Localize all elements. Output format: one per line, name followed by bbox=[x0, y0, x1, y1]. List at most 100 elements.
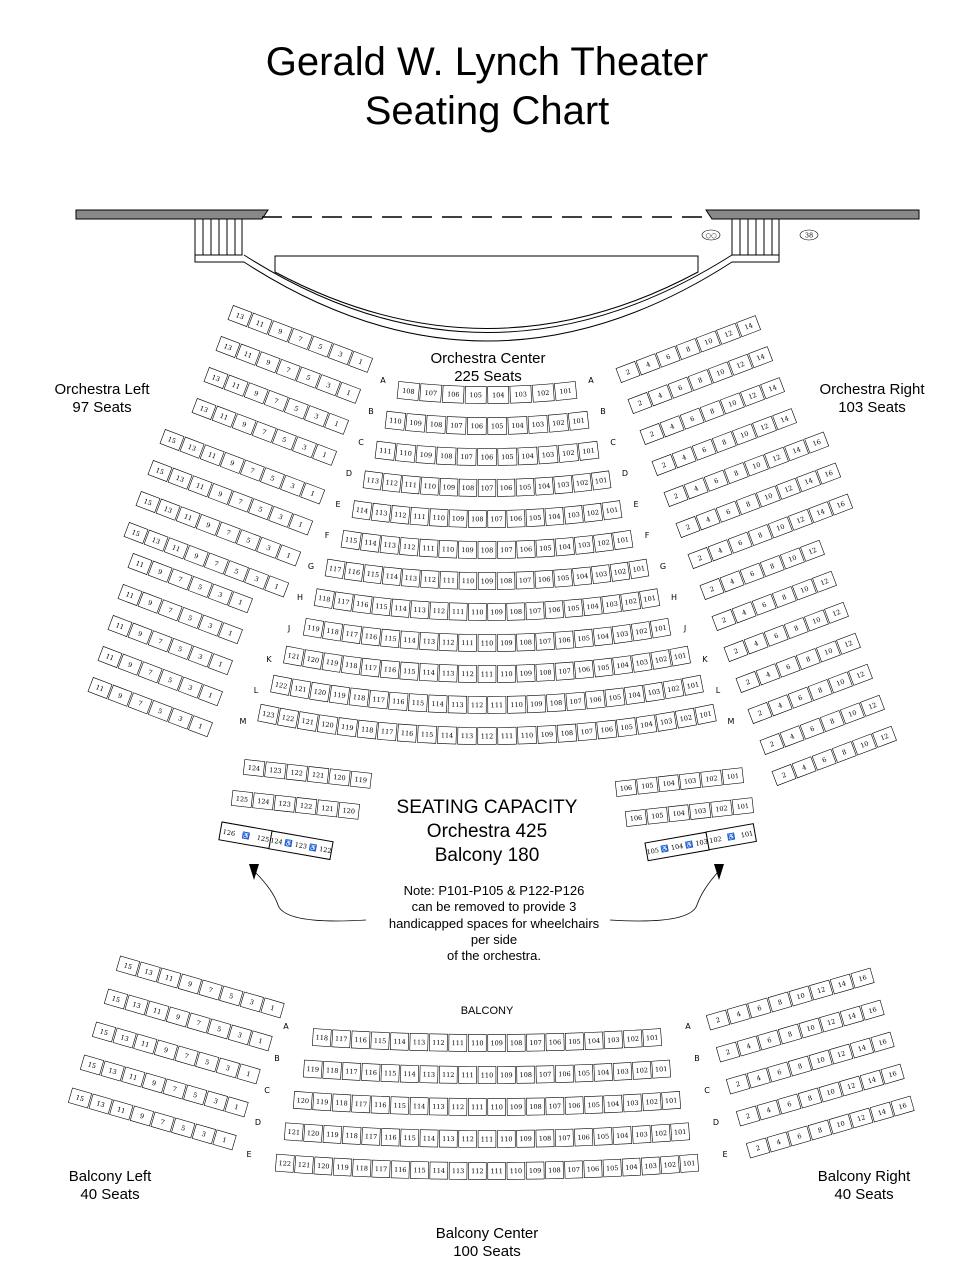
orch-right-row-C-seat-10[interactable]: 10 bbox=[719, 392, 745, 415]
orch-left-row-H-seat-5[interactable]: 5 bbox=[224, 560, 249, 583]
orch-center-row-B-seat-109[interactable]: 109 bbox=[405, 413, 427, 433]
orch-center-row-A-seat-105[interactable]: 105 bbox=[464, 385, 487, 404]
balc-right-row-E-seat-2[interactable]: 2 bbox=[745, 1137, 771, 1159]
orch-center-row-H-seat-108[interactable]: 108 bbox=[506, 602, 526, 621]
balc-center-row-A-seat-103[interactable]: 103 bbox=[603, 1030, 624, 1050]
orch-center-row-C-seat-111[interactable]: 111 bbox=[374, 440, 397, 461]
orch-center-row-J-seat-102[interactable]: 102 bbox=[630, 621, 652, 642]
balc-right-row-A-seat-14[interactable]: 14 bbox=[829, 973, 854, 995]
balc-center-row-B-seat-114[interactable]: 114 bbox=[400, 1064, 420, 1083]
orch-right-row-J-seat-8[interactable]: 8 bbox=[771, 586, 797, 609]
balc-center-row-A-seat-104[interactable]: 104 bbox=[584, 1031, 604, 1050]
orch-right-row-K-seat-8[interactable]: 8 bbox=[783, 617, 809, 640]
balc-center-row-A-seat-101[interactable]: 101 bbox=[642, 1028, 662, 1048]
orch-center-row-A-seat-108[interactable]: 108 bbox=[396, 381, 421, 401]
balc-center-row-B-seat-116[interactable]: 116 bbox=[361, 1063, 381, 1082]
orch-center-row-G-seat-105[interactable]: 105 bbox=[553, 568, 573, 588]
orch-center-row-J-seat-108[interactable]: 108 bbox=[516, 633, 536, 652]
orch-center-row-M-seat-113[interactable]: 113 bbox=[457, 726, 477, 745]
orch-center-row-L-seat-121[interactable]: 121 bbox=[289, 678, 312, 700]
orch-center-row-M-seat-118[interactable]: 118 bbox=[356, 719, 378, 740]
orch-right-row-E-seat-4[interactable]: 4 bbox=[683, 477, 709, 500]
orch-center-row-H-seat-111[interactable]: 111 bbox=[448, 602, 468, 621]
orch-left-row-A-seat-5[interactable]: 5 bbox=[307, 335, 333, 358]
orch-lc-row-O-seat-123[interactable]: 123 bbox=[273, 794, 296, 813]
orch-rc-row-N-seat-106[interactable]: 106 bbox=[614, 779, 638, 797]
orch-right-row-D-seat-4[interactable]: 4 bbox=[671, 446, 697, 469]
balc-right-row-C-seat-2[interactable]: 2 bbox=[725, 1073, 751, 1095]
orch-right-row-M-seat-8[interactable]: 8 bbox=[807, 679, 833, 702]
orch-center-row-M-seat-104[interactable]: 104 bbox=[635, 714, 658, 735]
orch-right-row-B-seat-8[interactable]: 8 bbox=[687, 369, 713, 392]
orch-right-row-H-seat-2[interactable]: 2 bbox=[699, 578, 725, 600]
orch-center-row-E-seat-114[interactable]: 114 bbox=[351, 500, 373, 521]
orch-left-row-M-seat-3[interactable]: 3 bbox=[177, 676, 203, 699]
balc-left-row-B-seat-15[interactable]: 15 bbox=[103, 988, 129, 1010]
balc-center-row-D-seat-102[interactable]: 102 bbox=[651, 1123, 671, 1143]
balc-center-row-E-seat-116[interactable]: 116 bbox=[390, 1160, 410, 1179]
orch-center-row-D-seat-107[interactable]: 107 bbox=[477, 479, 497, 497]
balc-right-row-E-seat-16[interactable]: 16 bbox=[890, 1095, 915, 1117]
orch-right-row-K-seat-4[interactable]: 4 bbox=[743, 632, 769, 655]
orch-lc-row-O-seat-122[interactable]: 122 bbox=[295, 797, 318, 815]
orch-left-row-C-seat-9[interactable]: 9 bbox=[243, 382, 269, 405]
orch-left-row-F-seat-1[interactable]: 1 bbox=[288, 513, 314, 536]
orch-right-row-D-seat-8[interactable]: 8 bbox=[711, 431, 737, 454]
balc-right-row-D-seat-12[interactable]: 12 bbox=[839, 1075, 864, 1097]
orch-right-row-N-seat-12[interactable]: 12 bbox=[860, 694, 885, 717]
balc-left-row-E-seat-1[interactable]: 1 bbox=[212, 1129, 237, 1151]
orch-center-row-F-seat-101[interactable]: 101 bbox=[612, 529, 634, 551]
orch-center-row-B-seat-103[interactable]: 103 bbox=[527, 414, 549, 434]
orch-left-row-E-seat-15[interactable]: 15 bbox=[159, 429, 185, 451]
orch-center-row-E-seat-101[interactable]: 101 bbox=[601, 500, 623, 521]
orch-center-row-K-seat-111[interactable]: 111 bbox=[477, 665, 497, 683]
balc-left-row-A-seat-3[interactable]: 3 bbox=[239, 991, 264, 1013]
orch-left-row-J-seat-11[interactable]: 11 bbox=[127, 553, 153, 575]
balc-right-row-A-seat-16[interactable]: 16 bbox=[850, 967, 875, 989]
orch-center-row-J-seat-103[interactable]: 103 bbox=[611, 624, 633, 644]
orch-center-row-L-seat-117[interactable]: 117 bbox=[368, 689, 389, 710]
orch-center-row-F-seat-110[interactable]: 110 bbox=[438, 540, 458, 559]
orch-center-row-C-seat-105[interactable]: 105 bbox=[497, 447, 518, 466]
balc-left-row-A-seat-11[interactable]: 11 bbox=[157, 967, 182, 989]
orch-left-row-H-seat-15[interactable]: 15 bbox=[123, 522, 149, 544]
balc-center-row-D-seat-121[interactable]: 121 bbox=[284, 1122, 304, 1142]
balc-right-row-D-seat-8[interactable]: 8 bbox=[797, 1087, 823, 1109]
orch-center-row-K-seat-105[interactable]: 105 bbox=[593, 657, 614, 678]
balc-right-row-C-seat-12[interactable]: 12 bbox=[829, 1043, 854, 1065]
balc-right-row-D-seat-4[interactable]: 4 bbox=[756, 1099, 781, 1121]
balc-right-row-B-seat-16[interactable]: 16 bbox=[860, 999, 885, 1021]
orch-center-row-L-seat-114[interactable]: 114 bbox=[427, 694, 448, 714]
balc-center-row-E-seat-110[interactable]: 110 bbox=[506, 1161, 526, 1180]
orch-center-row-H-seat-113[interactable]: 113 bbox=[410, 600, 430, 620]
orch-right-row-E-seat-14[interactable]: 14 bbox=[784, 439, 809, 462]
orch-left-row-B-seat-1[interactable]: 1 bbox=[336, 381, 361, 404]
balc-right-row-D-seat-10[interactable]: 10 bbox=[818, 1081, 843, 1103]
balc-left-row-A-seat-13[interactable]: 13 bbox=[136, 961, 161, 983]
orch-center-row-L-seat-119[interactable]: 119 bbox=[328, 684, 351, 705]
orch-lc-row-N-seat-124[interactable]: 124 bbox=[242, 759, 266, 777]
orch-center-row-H-seat-118[interactable]: 118 bbox=[313, 588, 335, 609]
balc-center-row-C-seat-103[interactable]: 103 bbox=[622, 1093, 643, 1113]
balc-center-row-D-seat-114[interactable]: 114 bbox=[419, 1129, 439, 1148]
orch-center-row-M-seat-109[interactable]: 109 bbox=[536, 725, 557, 744]
balc-center-row-E-seat-118[interactable]: 118 bbox=[352, 1158, 372, 1178]
orch-center-row-M-seat-123[interactable]: 123 bbox=[257, 703, 280, 725]
orch-lc-row-N-seat-123[interactable]: 123 bbox=[264, 761, 287, 780]
balc-left-row-D-seat-15[interactable]: 15 bbox=[79, 1054, 105, 1076]
orch-lc-row-O-seat-121[interactable]: 121 bbox=[316, 799, 339, 818]
balc-center-row-C-seat-106[interactable]: 106 bbox=[564, 1096, 584, 1115]
orch-center-row-M-seat-110[interactable]: 110 bbox=[517, 726, 537, 745]
orch-left-row-B-seat-7[interactable]: 7 bbox=[275, 358, 301, 381]
orch-center-row-J-seat-107[interactable]: 107 bbox=[535, 632, 555, 651]
orch-left-row-C-seat-3[interactable]: 3 bbox=[304, 405, 329, 428]
orch-center-row-L-seat-109[interactable]: 109 bbox=[526, 694, 547, 714]
orch-center-row-E-seat-109[interactable]: 109 bbox=[448, 509, 468, 528]
orch-center-row-M-seat-106[interactable]: 106 bbox=[596, 719, 618, 740]
balc-center-row-A-seat-106[interactable]: 106 bbox=[545, 1033, 565, 1052]
balc-center-row-D-seat-112[interactable]: 112 bbox=[458, 1130, 477, 1148]
orch-center-row-H-seat-101[interactable]: 101 bbox=[639, 588, 661, 609]
orch-right-row-E-seat-8[interactable]: 8 bbox=[723, 462, 749, 485]
balc-left-row-E-seat-15[interactable]: 15 bbox=[67, 1087, 93, 1109]
orch-center-row-L-seat-102[interactable]: 102 bbox=[662, 678, 685, 700]
